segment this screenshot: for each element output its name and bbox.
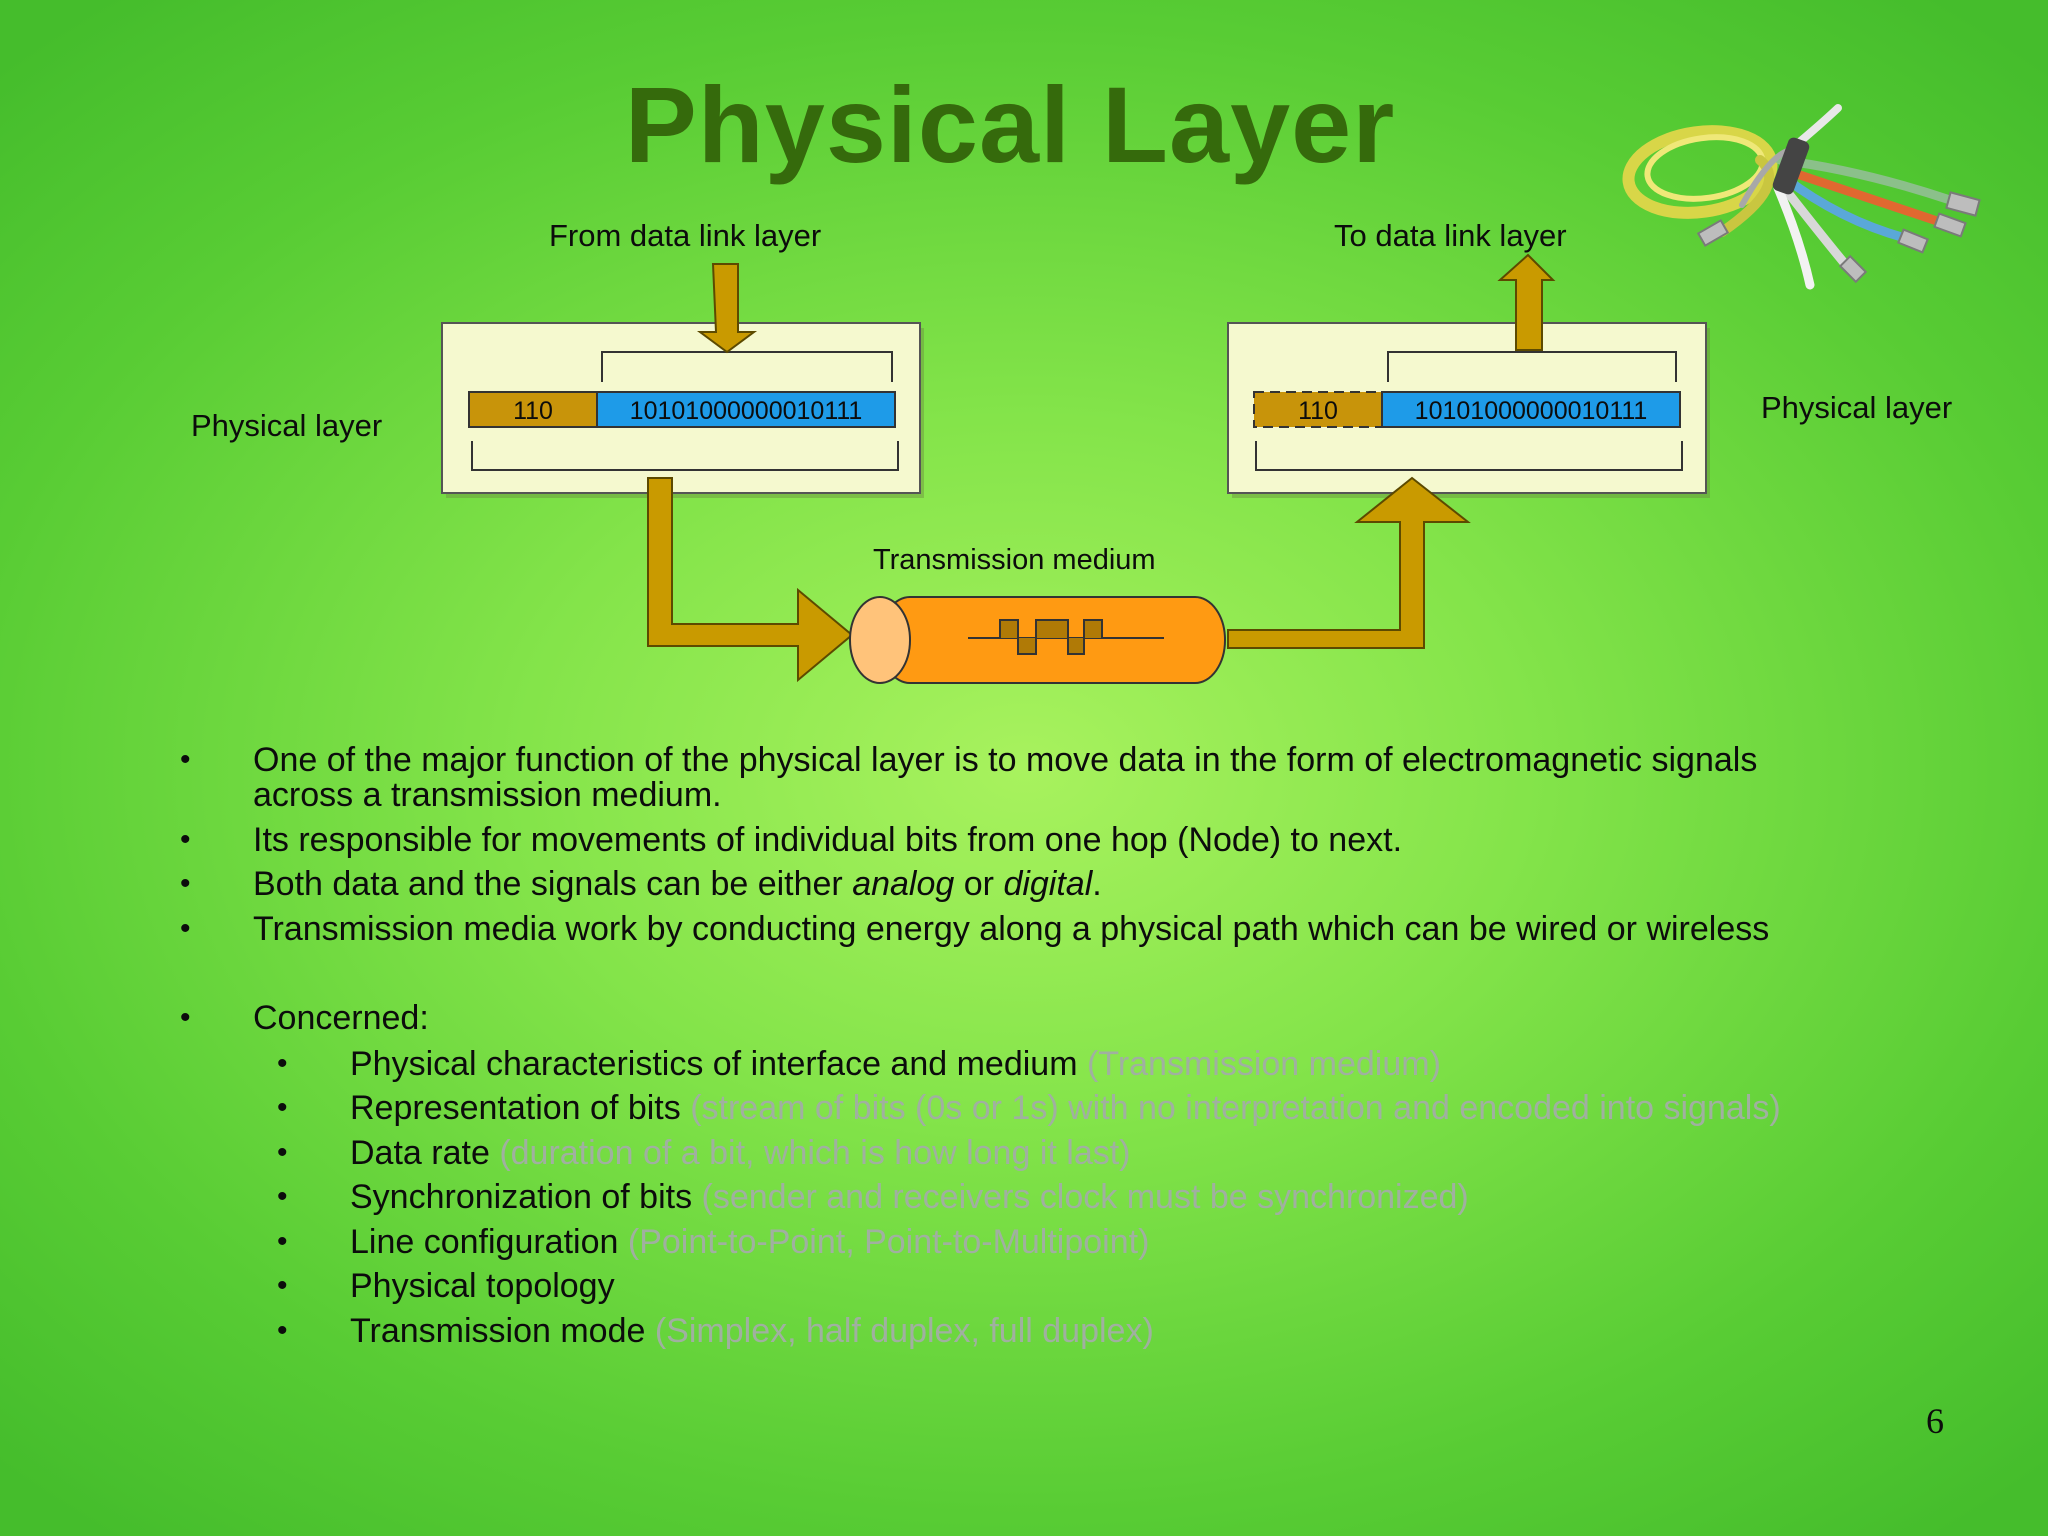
bullet-dot: •: [180, 823, 191, 856]
bullet-5: Concerned:: [253, 999, 429, 1037]
sub-bullet-dot: •: [277, 1180, 288, 1213]
bullet-2: Its responsible for movements of individ…: [253, 821, 1403, 859]
sub-bullet-2: Representation of bits (stream of bits (…: [350, 1089, 1781, 1127]
bullet-dot: •: [180, 743, 191, 776]
page-number: 6: [1926, 1401, 1944, 1441]
right-upper-bracket: [1387, 351, 1677, 382]
sub-bullet-dot: •: [277, 1091, 288, 1124]
sub-bullet-3: Data rate (duration of a bit, which is h…: [350, 1134, 1131, 1172]
transmission-medium-label: Transmission medium: [873, 544, 1156, 576]
left-lower-bracket: [471, 441, 899, 471]
sub-bullet-dot: •: [277, 1269, 288, 1302]
sub-bullet-dot: •: [277, 1314, 288, 1347]
bullet-1-line-2: across a transmission medium.: [253, 776, 722, 814]
up-arrow-to-data-link: [1497, 253, 1556, 351]
sub-bullet-dot: •: [277, 1047, 288, 1080]
right-header-bits-box: [1253, 391, 1383, 428]
bullet-3: Both data and the signals can be either …: [253, 865, 1102, 903]
sub-bullet-4: Synchronization of bits (sender and rece…: [350, 1178, 1469, 1216]
bullet-dot: •: [180, 912, 191, 945]
bullet-4: Transmission media work by conducting en…: [253, 910, 1770, 948]
sub-bullet-7: Transmission mode (Simplex, half duplex,…: [350, 1312, 1154, 1350]
right-header-bits: 110: [1298, 397, 1338, 425]
digital-signal-wave: [999, 619, 1103, 655]
right-lower-bracket: [1255, 441, 1683, 471]
right-data-bits: 10101000000010111: [1414, 397, 1648, 425]
arrow-from-medium: [1227, 476, 1471, 649]
cylinder-end: [849, 596, 911, 684]
left-header-bits-box: [468, 391, 598, 428]
arrow-to-medium: [647, 477, 854, 683]
left-header-bits: 110: [513, 397, 553, 425]
transmission-medium-cylinder: [879, 596, 1226, 684]
slide-title: Physical Layer: [624, 64, 1396, 185]
left-physical-layer-label: Physical layer: [191, 408, 383, 443]
sub-bullet-dot: •: [277, 1225, 288, 1258]
left-data-bits-box: [596, 391, 896, 428]
sub-bullet-1: Physical characteristics of interface an…: [350, 1045, 1441, 1083]
sub-bullet-6: Physical topology: [350, 1267, 615, 1305]
left-data-bits: 10101000000010111: [629, 397, 863, 425]
right-data-bits-box: [1381, 391, 1681, 428]
bullet-dot: •: [180, 1001, 191, 1034]
sub-bullet-dot: •: [277, 1136, 288, 1169]
bullet-dot: •: [180, 867, 191, 900]
to-data-link-label: To data link layer: [1334, 218, 1567, 253]
bullet-1-line-1: One of the major function of the physica…: [253, 741, 1758, 779]
left-upper-bracket: [601, 351, 893, 382]
from-data-link-label: From data link layer: [549, 218, 822, 253]
sub-bullet-5: Line configuration (Point-to-Point, Poin…: [350, 1223, 1150, 1261]
down-arrow-from-data-link: [696, 263, 758, 354]
right-physical-layer-label: Physical layer: [1761, 390, 1953, 425]
